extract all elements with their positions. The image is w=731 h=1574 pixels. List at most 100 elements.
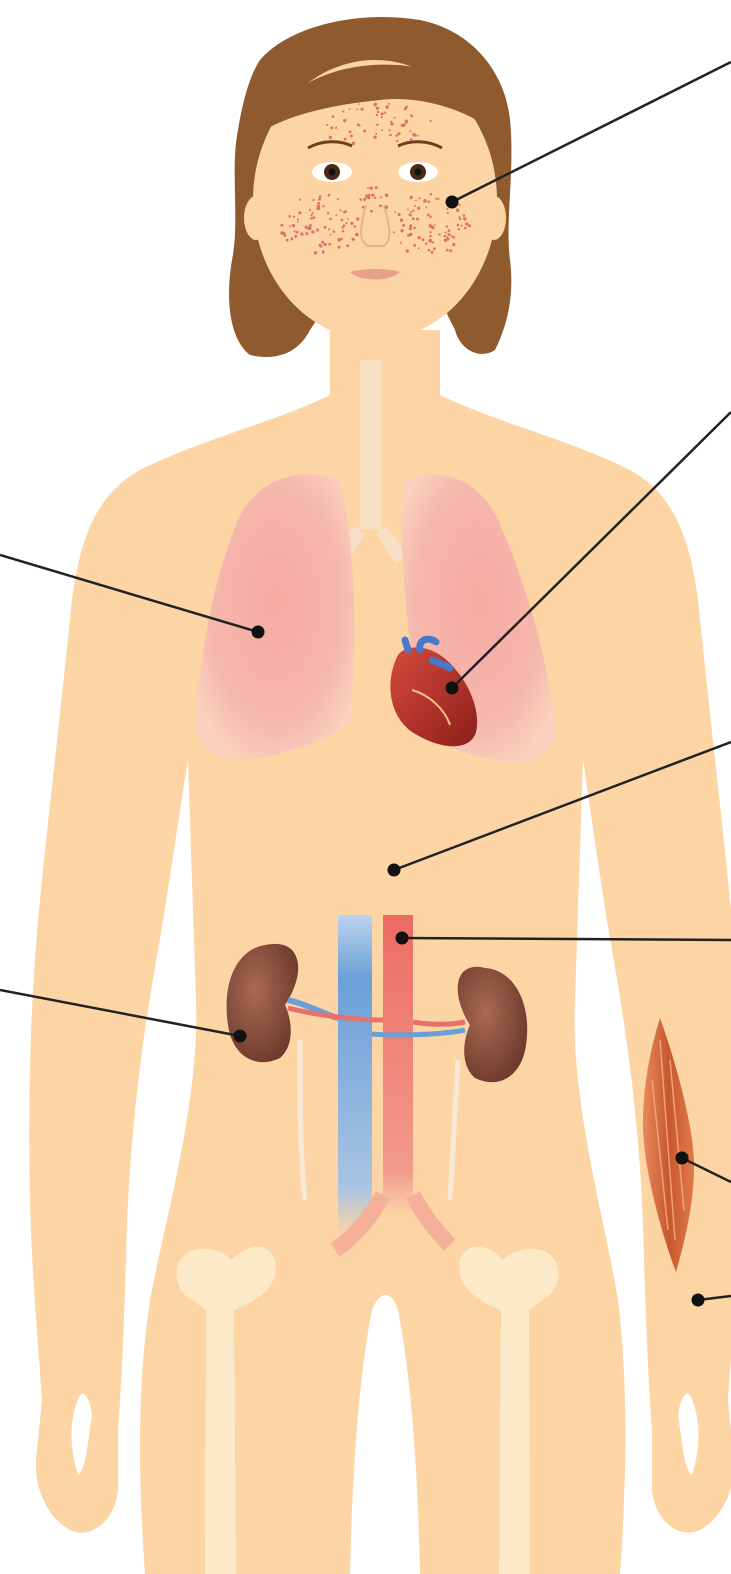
rash-dot bbox=[368, 194, 371, 197]
rash-dot bbox=[280, 231, 283, 234]
rash-dot bbox=[386, 105, 389, 108]
rash-dot bbox=[410, 138, 413, 141]
rash-dot bbox=[389, 129, 391, 131]
rash-dot bbox=[300, 233, 303, 236]
rash-dot bbox=[418, 236, 421, 239]
rash-dot bbox=[379, 204, 382, 207]
rash-dot bbox=[310, 217, 313, 220]
rash-dot bbox=[448, 229, 451, 232]
rash-dot bbox=[461, 225, 463, 227]
head bbox=[229, 17, 511, 357]
callout-dot-kidney bbox=[234, 1030, 247, 1043]
rash-dot bbox=[316, 229, 318, 231]
rash-dot bbox=[340, 238, 343, 241]
rash-dot bbox=[394, 117, 396, 119]
callout-dot-muscle bbox=[676, 1152, 689, 1165]
rash-dot bbox=[346, 244, 349, 247]
rash-dot bbox=[374, 103, 377, 106]
rash-dot bbox=[373, 136, 376, 139]
rash-dot bbox=[446, 249, 449, 252]
rash-dot bbox=[418, 247, 420, 249]
rash-dot bbox=[356, 217, 359, 220]
rash-dot bbox=[426, 206, 428, 208]
rash-dot bbox=[381, 116, 383, 118]
rash-dot bbox=[415, 200, 417, 202]
rash-dot bbox=[431, 251, 434, 254]
rash-dot bbox=[356, 109, 358, 111]
rash-dot bbox=[374, 197, 376, 199]
rash-dot bbox=[429, 231, 431, 233]
rash-dot bbox=[380, 196, 382, 198]
rash-dot bbox=[384, 112, 386, 114]
rash-dot bbox=[389, 134, 392, 137]
rash-dot bbox=[452, 243, 455, 246]
rash-dot bbox=[406, 249, 409, 252]
rash-dot bbox=[410, 114, 413, 117]
callout-dot-skin-rash bbox=[446, 196, 459, 209]
rash-dot bbox=[335, 127, 337, 129]
rash-dot bbox=[336, 214, 338, 216]
rash-dot bbox=[416, 135, 418, 137]
rash-dot bbox=[412, 217, 415, 220]
rash-dot bbox=[398, 132, 401, 135]
rash-dot bbox=[393, 231, 395, 233]
rash-dot bbox=[409, 224, 412, 227]
rash-dot bbox=[430, 120, 432, 122]
rash-dot bbox=[423, 199, 427, 203]
rash-dot bbox=[427, 214, 430, 217]
rash-dot bbox=[310, 214, 312, 216]
rash-dot bbox=[317, 202, 320, 205]
rash-dot bbox=[280, 224, 283, 227]
rash-dot bbox=[396, 140, 398, 142]
rash-dot bbox=[286, 239, 289, 242]
rash-dot bbox=[370, 187, 373, 190]
rash-dot bbox=[463, 217, 466, 220]
rash-dot bbox=[385, 206, 388, 209]
rash-dot bbox=[400, 219, 403, 222]
rash-dot bbox=[363, 130, 366, 133]
rash-dot bbox=[328, 243, 331, 246]
rash-dot bbox=[409, 130, 411, 132]
rash-dot bbox=[351, 222, 353, 224]
rash-dot bbox=[429, 224, 432, 227]
rash-dot bbox=[449, 234, 451, 236]
rash-dot bbox=[288, 215, 291, 218]
rash-dot bbox=[352, 142, 356, 146]
rash-dot bbox=[422, 238, 425, 241]
rash-dot bbox=[458, 216, 460, 218]
rash-dot bbox=[312, 212, 314, 214]
rash-dot bbox=[311, 230, 314, 233]
rash-dot bbox=[329, 136, 332, 139]
rash-dot bbox=[456, 209, 459, 212]
rash-dot bbox=[337, 198, 339, 200]
rash-dot bbox=[375, 186, 378, 189]
rash-dot bbox=[433, 247, 436, 250]
rash-dot bbox=[412, 210, 414, 212]
rash-dot bbox=[376, 107, 379, 110]
rash-dot bbox=[413, 244, 416, 247]
rash-dot bbox=[457, 224, 460, 227]
rash-dot bbox=[294, 235, 297, 238]
rash-dot bbox=[317, 205, 320, 208]
rash-dot bbox=[328, 194, 331, 197]
rash-dot bbox=[343, 119, 346, 122]
rash-dot bbox=[400, 229, 403, 232]
rash-dot bbox=[395, 135, 397, 137]
rash-dot bbox=[402, 123, 406, 127]
rash-dot bbox=[410, 211, 412, 213]
rash-dot bbox=[376, 124, 378, 126]
rash-dot bbox=[446, 208, 448, 210]
rash-dot bbox=[299, 199, 301, 201]
rash-dot bbox=[298, 211, 301, 214]
rash-dot bbox=[312, 199, 314, 201]
rash-dot bbox=[347, 218, 349, 220]
rash-dot bbox=[409, 213, 412, 216]
rash-dot bbox=[359, 198, 362, 201]
rash-dot bbox=[377, 111, 379, 113]
rash-dot bbox=[463, 214, 466, 217]
rash-dot bbox=[342, 230, 345, 233]
rash-dot bbox=[330, 234, 332, 236]
rash-dot bbox=[407, 209, 409, 211]
rash-dot bbox=[328, 228, 330, 230]
rash-dot bbox=[289, 225, 291, 227]
